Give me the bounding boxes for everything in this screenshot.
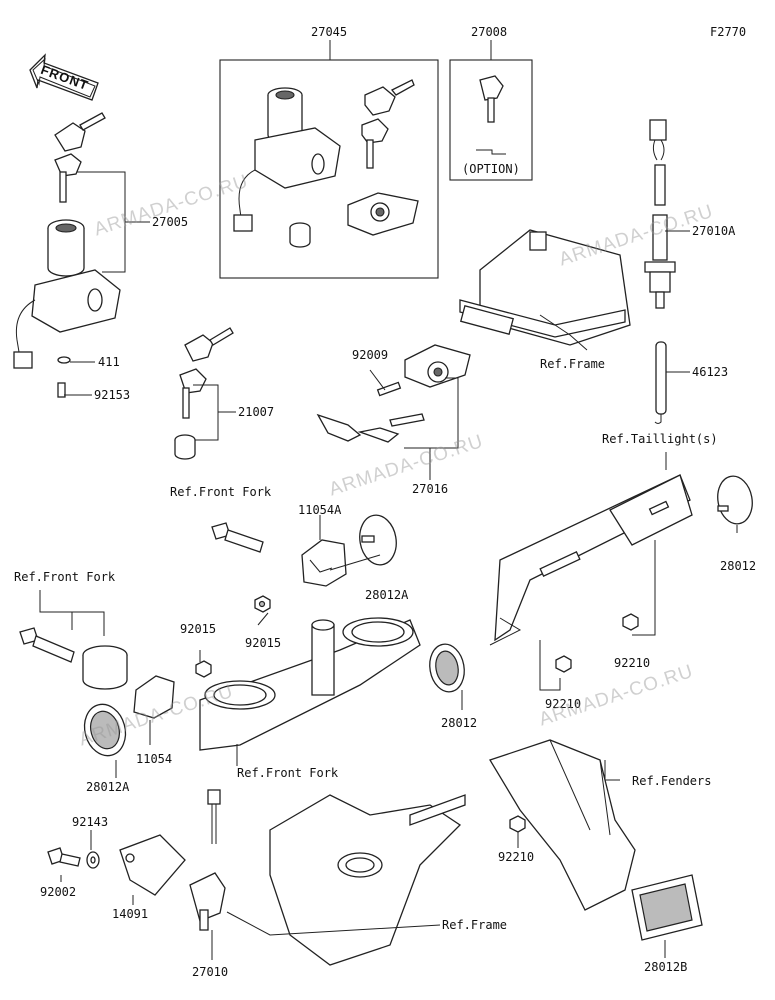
label-92153: 92153	[94, 388, 131, 402]
label-28012-right: 28012	[720, 559, 757, 573]
spring-46123-icon	[654, 341, 667, 424]
key-set-21007-icon	[174, 327, 234, 460]
taillight-bracket-icon	[494, 474, 693, 642]
label-27008: 27008	[471, 25, 508, 39]
bolt-front-fork-left-icon	[19, 627, 128, 690]
figure-code: F2770	[710, 25, 747, 39]
label-option: (OPTION)	[462, 162, 520, 176]
label-28012a-bot: 28012A	[86, 780, 130, 794]
nut-92015-mid-icon	[254, 595, 271, 613]
reflector-28012-mid-icon	[429, 643, 465, 693]
nut-92015-left-icon	[195, 660, 212, 678]
label-ref-taillight: Ref.Taillight(s)	[602, 432, 718, 446]
label-ref-front-fork-c: Ref.Front Fork	[237, 766, 339, 780]
kit-27045-box	[219, 59, 439, 279]
label-27016: 27016	[412, 482, 449, 496]
label-ref-fenders: Ref.Fenders	[632, 774, 712, 788]
label-ref-frame-top: Ref.Frame	[540, 357, 606, 371]
label-11054: 11054	[136, 752, 173, 766]
bracket-11054a-icon	[301, 539, 347, 587]
stop-switch-27010a-icon	[644, 119, 676, 309]
front-fork-bracket-icon	[199, 617, 421, 751]
label-27005: 27005	[152, 215, 189, 229]
cover-14091-icon	[119, 834, 186, 896]
leader-lines	[39, 40, 738, 960]
reflector-28012a-upper-icon	[359, 514, 397, 566]
label-411: 411	[98, 355, 120, 369]
label-92009: 92009	[352, 348, 389, 362]
fender-icon	[489, 739, 636, 911]
label-28012a-top: 28012A	[365, 588, 409, 602]
label-ref-front-fork-a: Ref.Front Fork	[170, 485, 272, 499]
label-92002: 92002	[40, 885, 77, 899]
label-28012-mid: 28012	[441, 716, 478, 730]
label-92210-bot: 92210	[498, 850, 535, 864]
switch-27010-icon	[189, 789, 226, 931]
frame-bracket-top-icon	[459, 229, 631, 346]
label-27045: 27045	[311, 25, 348, 39]
reflector-28012a-lower-icon	[83, 703, 127, 757]
label-21007: 21007	[238, 405, 275, 419]
ignition-switch-kit-icon	[233, 79, 419, 248]
label-46123: 46123	[692, 365, 729, 379]
label-92210-right: 92210	[614, 656, 651, 670]
label-ref-frame-bot: Ref.Frame	[442, 918, 508, 932]
nut-92210-right-icon	[622, 613, 639, 631]
label-ref-front-fork-b: Ref.Front Fork	[14, 570, 116, 584]
option-key-icon	[476, 75, 506, 155]
label-92143: 92143	[72, 815, 109, 829]
label-92210-mid: 92210	[545, 697, 582, 711]
bolt-front-fork-upper-icon	[211, 522, 264, 553]
ignition-switch-27005-icon	[13, 112, 121, 398]
washer-92143-icon	[86, 851, 100, 869]
nut-92210-bot-icon	[509, 815, 526, 833]
label-28012b: 28012B	[644, 960, 688, 974]
nut-92210-mid-icon	[555, 655, 572, 673]
frame-bottom-icon	[269, 794, 466, 966]
seat-lock-27016-icon	[316, 344, 471, 443]
label-14091: 14091	[112, 907, 149, 921]
label-27010: 27010	[192, 965, 229, 979]
bolt-92002-icon	[47, 847, 81, 867]
front-arrow-icon	[29, 53, 99, 101]
reflector-28012b-icon	[631, 874, 703, 941]
bracket-11054-icon	[133, 675, 175, 719]
label-11054a: 11054A	[298, 503, 342, 517]
reflector-28012-right-icon	[717, 475, 753, 525]
label-92015-mid: 92015	[245, 636, 282, 650]
label-27010a: 27010A	[692, 224, 736, 238]
label-92015-left: 92015	[180, 622, 217, 636]
